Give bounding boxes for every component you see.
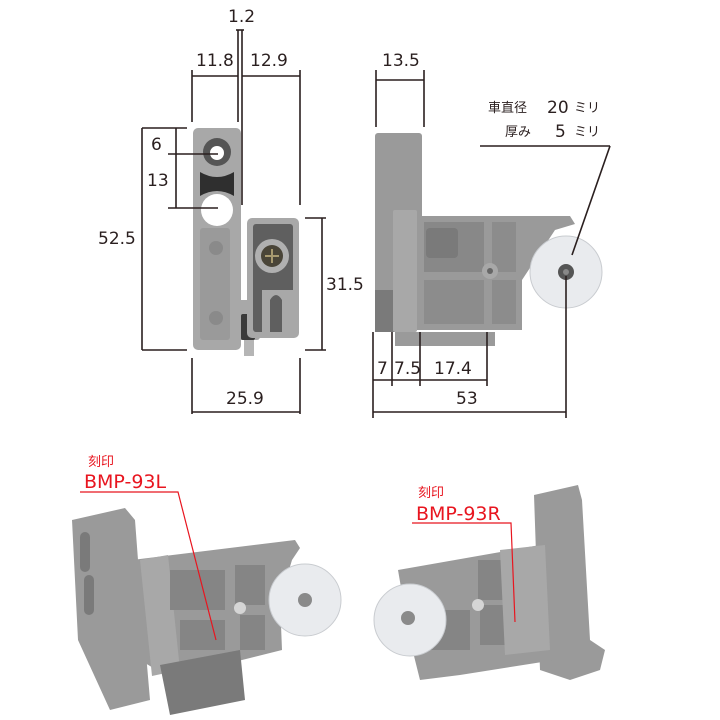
wheel-diameter-unit: ミリ <box>574 101 600 116</box>
dim-gap: 1.2 <box>228 7 255 27</box>
left-stamp-label: 刻印 <box>88 455 114 470</box>
photo-left: 刻印 BMP-93L <box>72 455 342 715</box>
front-view: 1.2 11.8 12.9 6 13 52.5 31.5 25.9 <box>98 7 364 414</box>
wheel-thickness-label: 厚み <box>505 125 531 140</box>
dim-top-width: 13.5 <box>382 51 420 71</box>
right-model-code: BMP-93R <box>416 503 501 525</box>
left-post <box>72 508 150 710</box>
dim-seg-c: 17.4 <box>434 359 472 379</box>
dim-total-length: 53 <box>456 389 478 409</box>
dim-right-width: 12.9 <box>250 51 288 71</box>
dim-total-height: 52.5 <box>98 229 136 249</box>
dim-hole-offset: 6 <box>151 135 162 155</box>
wheel-thickness-value: 5 <box>555 122 566 142</box>
wheel-diameter-label: 車直径 <box>488 101 527 116</box>
dim-seg-a: 7 <box>377 359 388 379</box>
dim-total-width: 25.9 <box>226 389 264 409</box>
wheel-thickness-unit: ミリ <box>574 125 600 140</box>
dim-left-width: 11.8 <box>196 51 234 71</box>
dim-seg-b: 7.5 <box>394 359 421 379</box>
right-stamp-label: 刻印 <box>418 486 444 501</box>
dim-hole-spacing: 13 <box>147 171 169 191</box>
wheel-spec: 車直径 20 ミリ 厚み 5 ミリ <box>488 98 600 142</box>
wheel-diameter-value: 20 <box>547 98 569 118</box>
left-model-code: BMP-93L <box>84 471 167 493</box>
side-view: 13.5 7 7.5 17.4 53 車直径 20 ミリ 厚み 5 ミリ <box>372 51 611 418</box>
dim-lower-height: 31.5 <box>326 275 364 295</box>
photo-right: 刻印 BMP-93R <box>373 485 605 680</box>
